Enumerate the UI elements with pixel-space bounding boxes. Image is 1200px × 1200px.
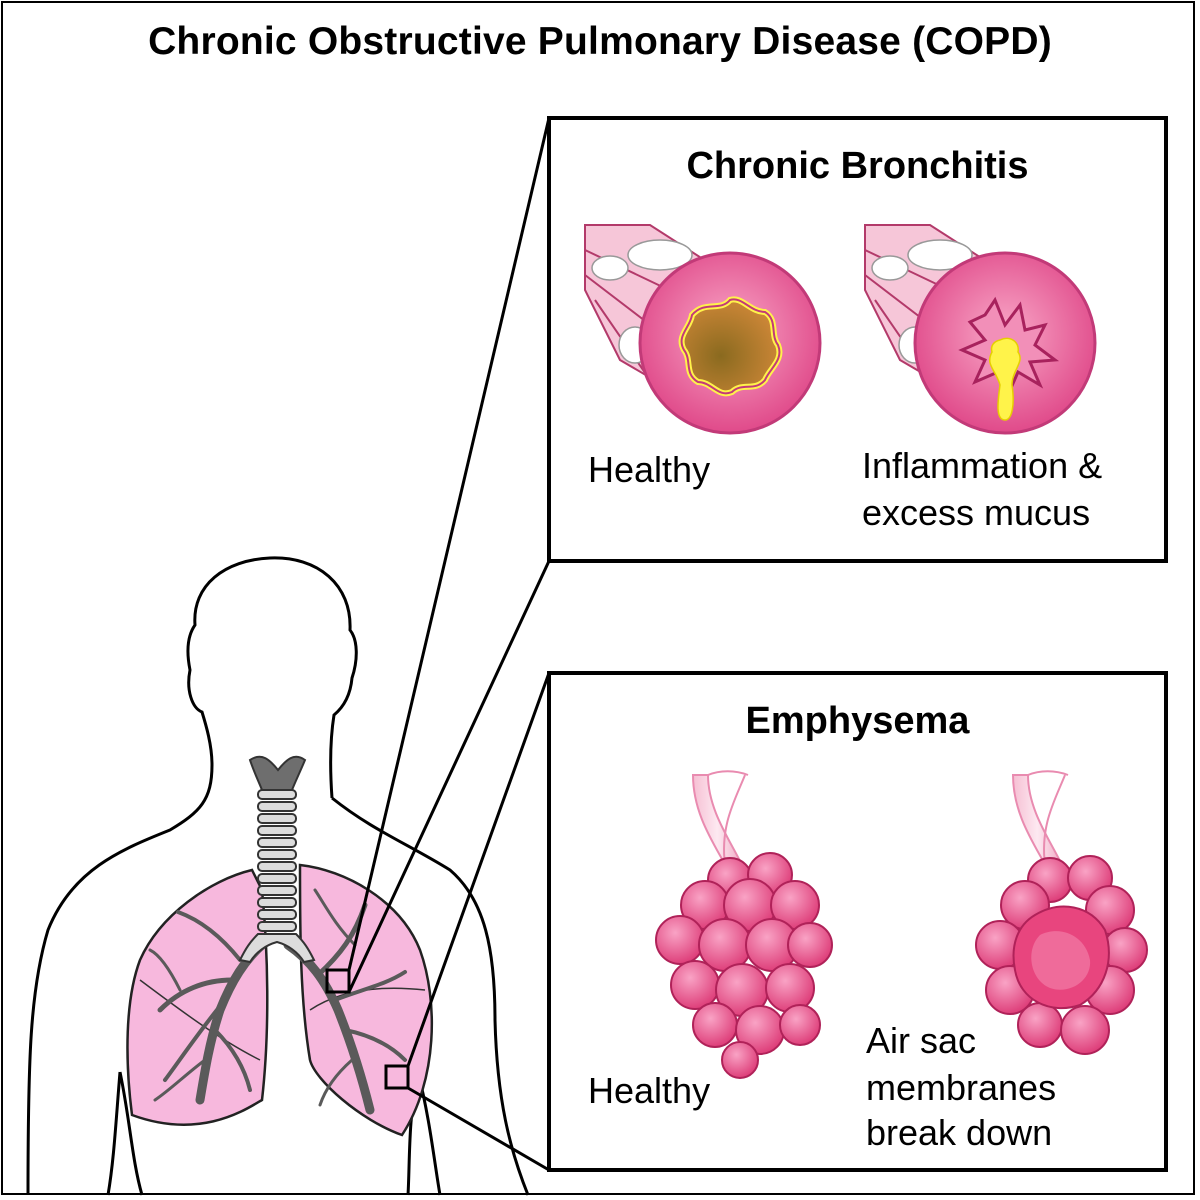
emphysema-healthy-label: Healthy	[588, 1070, 711, 1111]
left-arm-inner	[118, 1071, 144, 1196]
healthy-bronchus-icon	[584, 224, 822, 435]
inflamed-bronchus-icon	[864, 224, 1097, 435]
page-title: Chronic Obstructive Pulmonary Disease (C…	[148, 20, 1052, 63]
emphysema-diseased-label-line3: break down	[866, 1112, 1053, 1153]
trachea-rings	[257, 789, 297, 932]
damaged-alveoli-icon	[975, 770, 1148, 1055]
left-shoulder-outline	[26, 764, 214, 1196]
larynx	[248, 755, 307, 791]
head-outline	[186, 556, 358, 799]
bronchial-tree	[148, 888, 407, 1115]
carina	[238, 933, 316, 964]
left-lung	[126, 868, 269, 1126]
body-silhouette	[26, 556, 530, 1196]
bronchitis-healthy-label: Healthy	[588, 449, 711, 490]
trachea	[238, 755, 316, 964]
zoom-box-bronchus	[325, 968, 351, 994]
bronchitis-heading: Chronic Bronchitis	[686, 145, 1029, 187]
left-lung-fissure	[139, 979, 261, 1061]
emphysema-diseased-label-line2: membranes	[866, 1067, 1057, 1108]
emphysema-diseased-label-line1: Air sac	[866, 1020, 977, 1061]
callout-lines	[347, 117, 551, 1172]
left-hand-line	[106, 1071, 122, 1196]
healthy-alveoli-icon	[655, 770, 833, 1079]
bronchitis-diseased-label-line1: Inflammation &	[862, 445, 1103, 486]
bronchitis-diseased-label-line2: excess mucus	[862, 492, 1091, 533]
zoom-box-alveoli	[384, 1064, 410, 1090]
emphysema-heading: Emphysema	[745, 700, 970, 742]
right-shoulder-outline	[331, 796, 530, 1196]
